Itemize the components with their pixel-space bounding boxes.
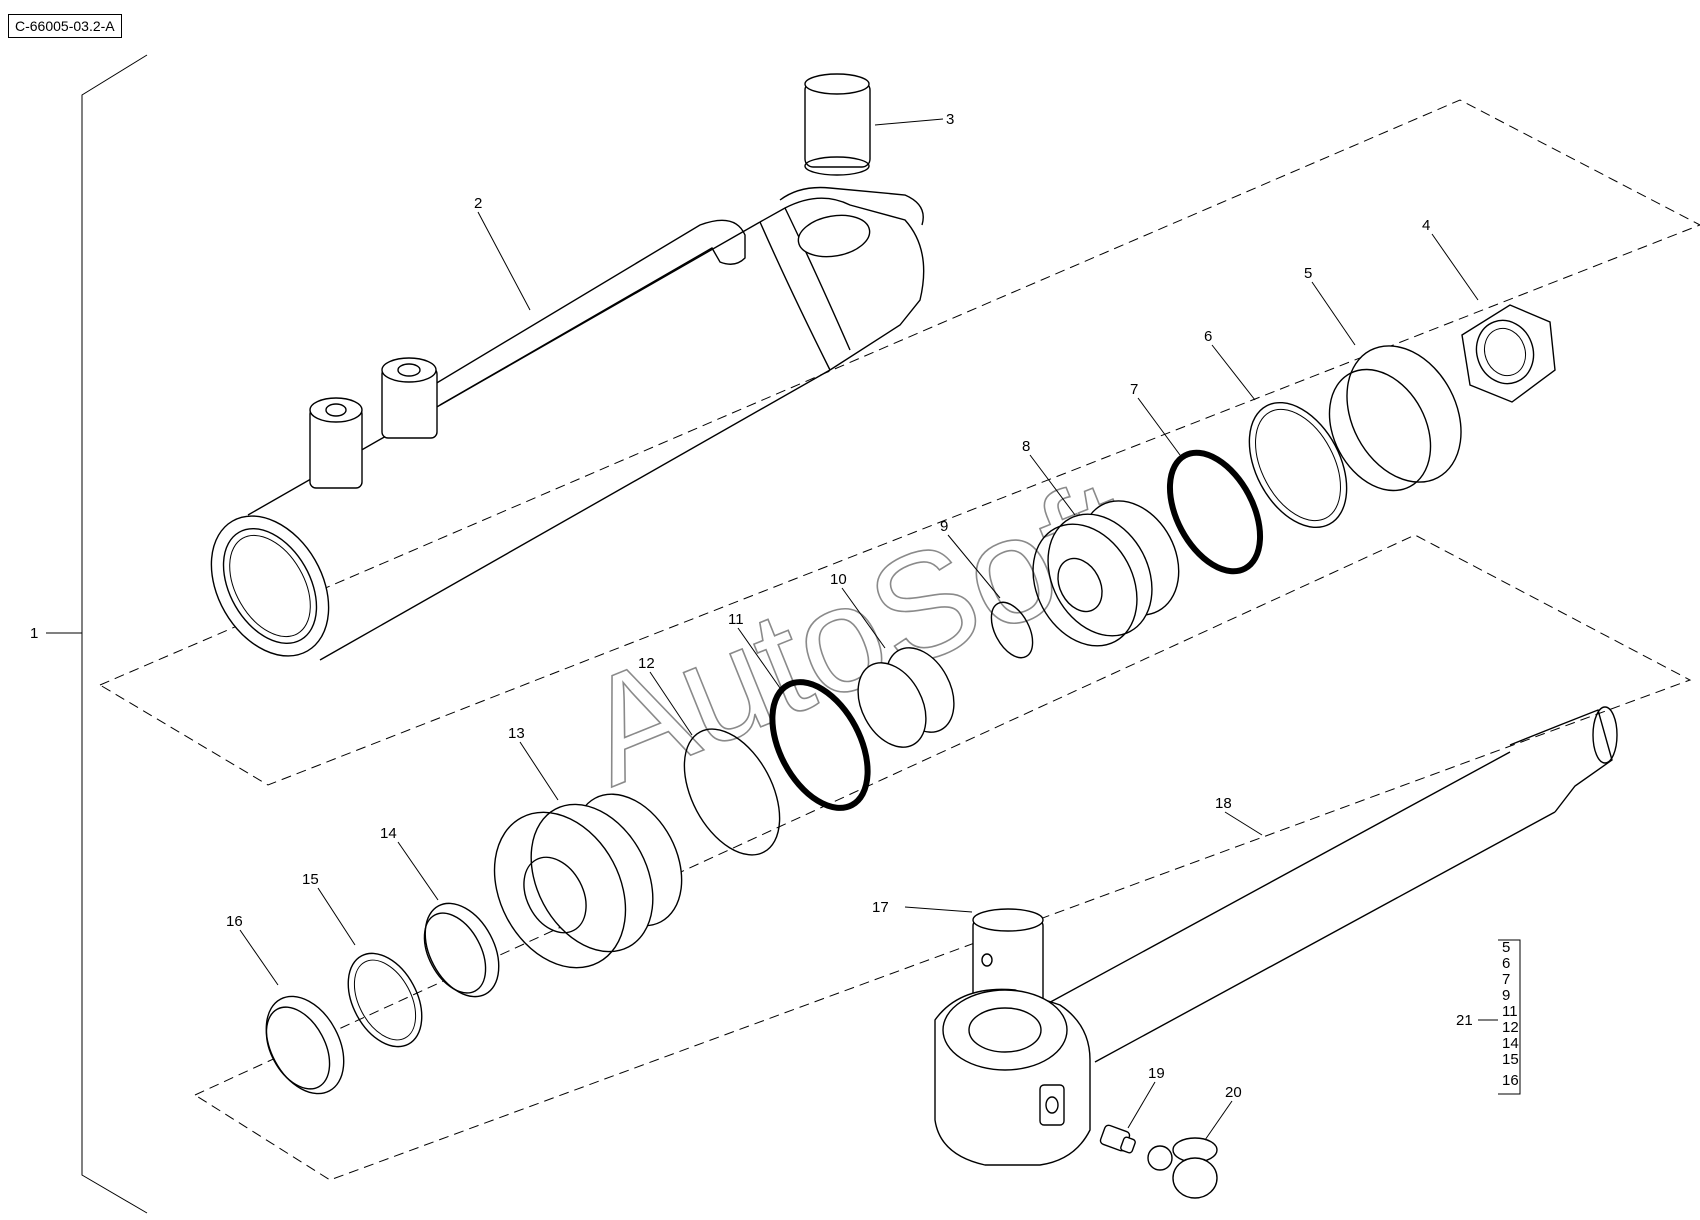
callout-10: 10 — [830, 571, 847, 588]
callout-9: 9 — [940, 518, 948, 535]
wiper-14-inner — [423, 912, 487, 994]
kit-item: 15 — [1502, 1051, 1519, 1068]
kit-21-label: 21 — [1456, 1012, 1473, 1029]
kit-item: 5 — [1502, 939, 1510, 956]
callout-15: 15 — [302, 871, 319, 888]
guide-sleeve — [857, 647, 955, 748]
callout-18: 18 — [1215, 795, 1232, 812]
ring-15-inner — [353, 959, 417, 1041]
callout-7: 7 — [1130, 381, 1138, 398]
wear-ring — [1328, 345, 1462, 492]
kit-item: 9 — [1502, 987, 1510, 1004]
kit-item: 6 — [1502, 955, 1510, 972]
piston-rod — [934, 706, 1618, 1166]
kit-item: 14 — [1502, 1035, 1519, 1052]
exploded-plane-lower — [193, 534, 1692, 1181]
callout-5: 5 — [1304, 265, 1312, 282]
callout-20: 20 — [1225, 1084, 1242, 1101]
cylinder-gland — [493, 793, 683, 969]
kit-21-list: 21 5 6 7 9 11 12 14 15 16 — [1456, 939, 1521, 1095]
kit-item: 16 — [1502, 1072, 1519, 1089]
bushing-lower — [972, 908, 1044, 1007]
assembly-bracket — [46, 54, 148, 1214]
callout-12: 12 — [638, 655, 655, 672]
exploded-plane-upper — [98, 99, 1700, 786]
grease-cap — [1147, 1137, 1218, 1199]
callout-16: 16 — [226, 913, 243, 930]
leader-lines — [239, 118, 1479, 1141]
cylinder-barrel — [210, 186, 925, 661]
seal-ring-6-inner — [1255, 408, 1341, 522]
callout-11: 11 — [728, 611, 744, 628]
scraper-16-inner — [265, 1006, 331, 1090]
seal-ring-6 — [1248, 401, 1348, 529]
o-ring-12 — [683, 728, 781, 856]
rod-seal-11 — [769, 679, 871, 811]
callout-2: 2 — [474, 195, 482, 212]
o-ring-9 — [990, 601, 1034, 659]
grease-fitting — [1099, 1124, 1136, 1154]
piston-seal-7 — [1166, 449, 1264, 575]
callout-17: 17 — [872, 899, 889, 916]
bushing-upper — [804, 73, 871, 176]
callout-14: 14 — [380, 825, 397, 842]
callout-19: 19 — [1148, 1065, 1165, 1082]
hex-nut — [1461, 304, 1556, 403]
piston — [1032, 500, 1180, 647]
callout-1: 1 — [30, 625, 38, 642]
callout-3: 3 — [946, 111, 954, 128]
callout-13: 13 — [508, 725, 525, 742]
callout-6: 6 — [1204, 328, 1212, 345]
watermark: AutoSoft — [560, 446, 1156, 817]
callout-labels: 1 2 3 4 5 6 7 8 9 10 11 12 13 14 15 16 1… — [30, 111, 1430, 1101]
kit-item: 11 — [1502, 1003, 1518, 1020]
kit-item: 7 — [1502, 971, 1510, 988]
diagram-code: C-66005-03.2-A — [8, 14, 122, 38]
callout-8: 8 — [1022, 438, 1030, 455]
ring-15 — [347, 952, 423, 1048]
callout-4: 4 — [1422, 217, 1430, 234]
kit-item: 12 — [1502, 1019, 1519, 1036]
wiper-14 — [424, 902, 500, 998]
